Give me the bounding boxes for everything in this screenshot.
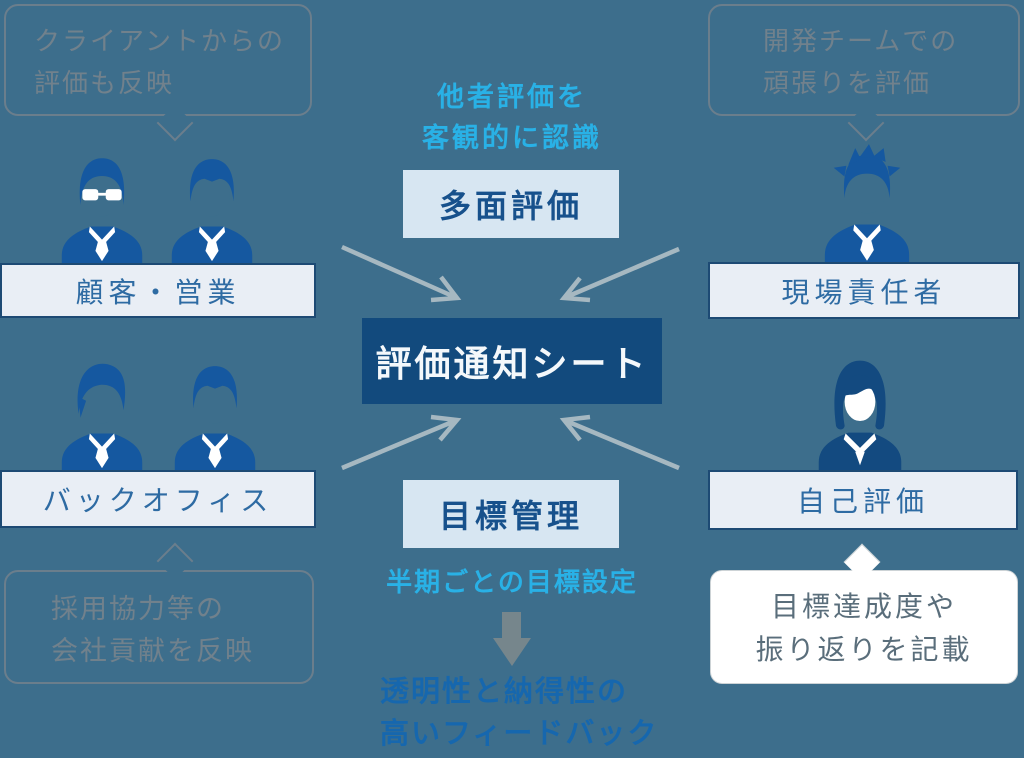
peer-evaluation-note: 他者評価を 客観的に認識 bbox=[362, 77, 662, 159]
group-box-site-manager: 現場責任者 bbox=[708, 262, 1020, 319]
goal-mgmt-label: 目標管理 bbox=[438, 498, 583, 534]
group-label: 顧客・営業 bbox=[75, 275, 241, 309]
outcome-text: 透明性と納得性の 高いフィードバック bbox=[380, 671, 670, 755]
group-label: 自己評価 bbox=[796, 485, 929, 518]
bubble-text-line: 振り返りを記載 bbox=[755, 633, 973, 666]
eval-sheet-label: 評価通知シート bbox=[375, 343, 649, 384]
businessman-glasses-icon bbox=[61, 158, 143, 263]
bubble-text-line: 評価も反映 bbox=[34, 69, 175, 99]
speech-bubble-dev-team: 開発チームでの 頑張りを評価 bbox=[708, 4, 1020, 116]
businessman-icon bbox=[174, 366, 256, 470]
businesswoman-icon bbox=[818, 360, 902, 470]
multi-eval-box: 多面評価 bbox=[403, 170, 619, 238]
group-box-self-eval: 自己評価 bbox=[708, 470, 1018, 530]
group-box-customer-sales: 顧客・営業 bbox=[0, 263, 316, 318]
goal-setting-note: 半期ごとの目標設定 bbox=[342, 562, 682, 603]
goal-mgmt-box: 目標管理 bbox=[403, 480, 619, 548]
multi-eval-label: 多面評価 bbox=[438, 188, 583, 224]
group-label: 現場責任者 bbox=[781, 275, 947, 309]
bubble-text-line: 頑張りを評価 bbox=[763, 69, 932, 99]
eval-sheet-box: 評価通知シート bbox=[362, 318, 662, 404]
group-label: バックオフィス bbox=[42, 484, 274, 517]
arrow-to-center-top-right bbox=[559, 246, 680, 303]
arrow-to-center-bottom-right bbox=[559, 414, 680, 471]
bubble-text-line: 会社貢献を反映 bbox=[51, 636, 254, 667]
speech-bubble-self-note: 目標達成度や 振り返りを記載 bbox=[710, 570, 1018, 684]
businessman-icon bbox=[171, 159, 253, 263]
arrow-to-center-top-left bbox=[341, 244, 462, 303]
speech-bubble-recruit: 採用協力等の 会社貢献を反映 bbox=[4, 570, 314, 684]
speech-bubble-client: クライアントからの 評価も反映 bbox=[4, 4, 312, 116]
businessman-swept-hair-icon bbox=[61, 363, 143, 470]
outcome-line: 高いフィードバック bbox=[380, 718, 659, 750]
bubble-text-line: クライアントからの bbox=[34, 27, 285, 57]
down-block-arrow-icon bbox=[493, 612, 531, 666]
businessman-young-icon bbox=[824, 144, 910, 263]
arrow-to-center-bottom-left bbox=[341, 414, 462, 471]
note-line: 客観的に認識 bbox=[422, 123, 602, 153]
group-box-back-office: バックオフィス bbox=[0, 470, 316, 528]
note-line: 半期ごとの目標設定 bbox=[386, 567, 638, 597]
note-line: 他者評価を bbox=[437, 82, 587, 112]
bubble-text-line: 開発チームでの bbox=[763, 27, 959, 57]
bubble-text-line: 採用協力等の bbox=[51, 594, 225, 625]
bubble-text-line: 目標達成度や bbox=[770, 590, 957, 623]
outcome-line: 透明性と納得性の bbox=[380, 676, 629, 708]
